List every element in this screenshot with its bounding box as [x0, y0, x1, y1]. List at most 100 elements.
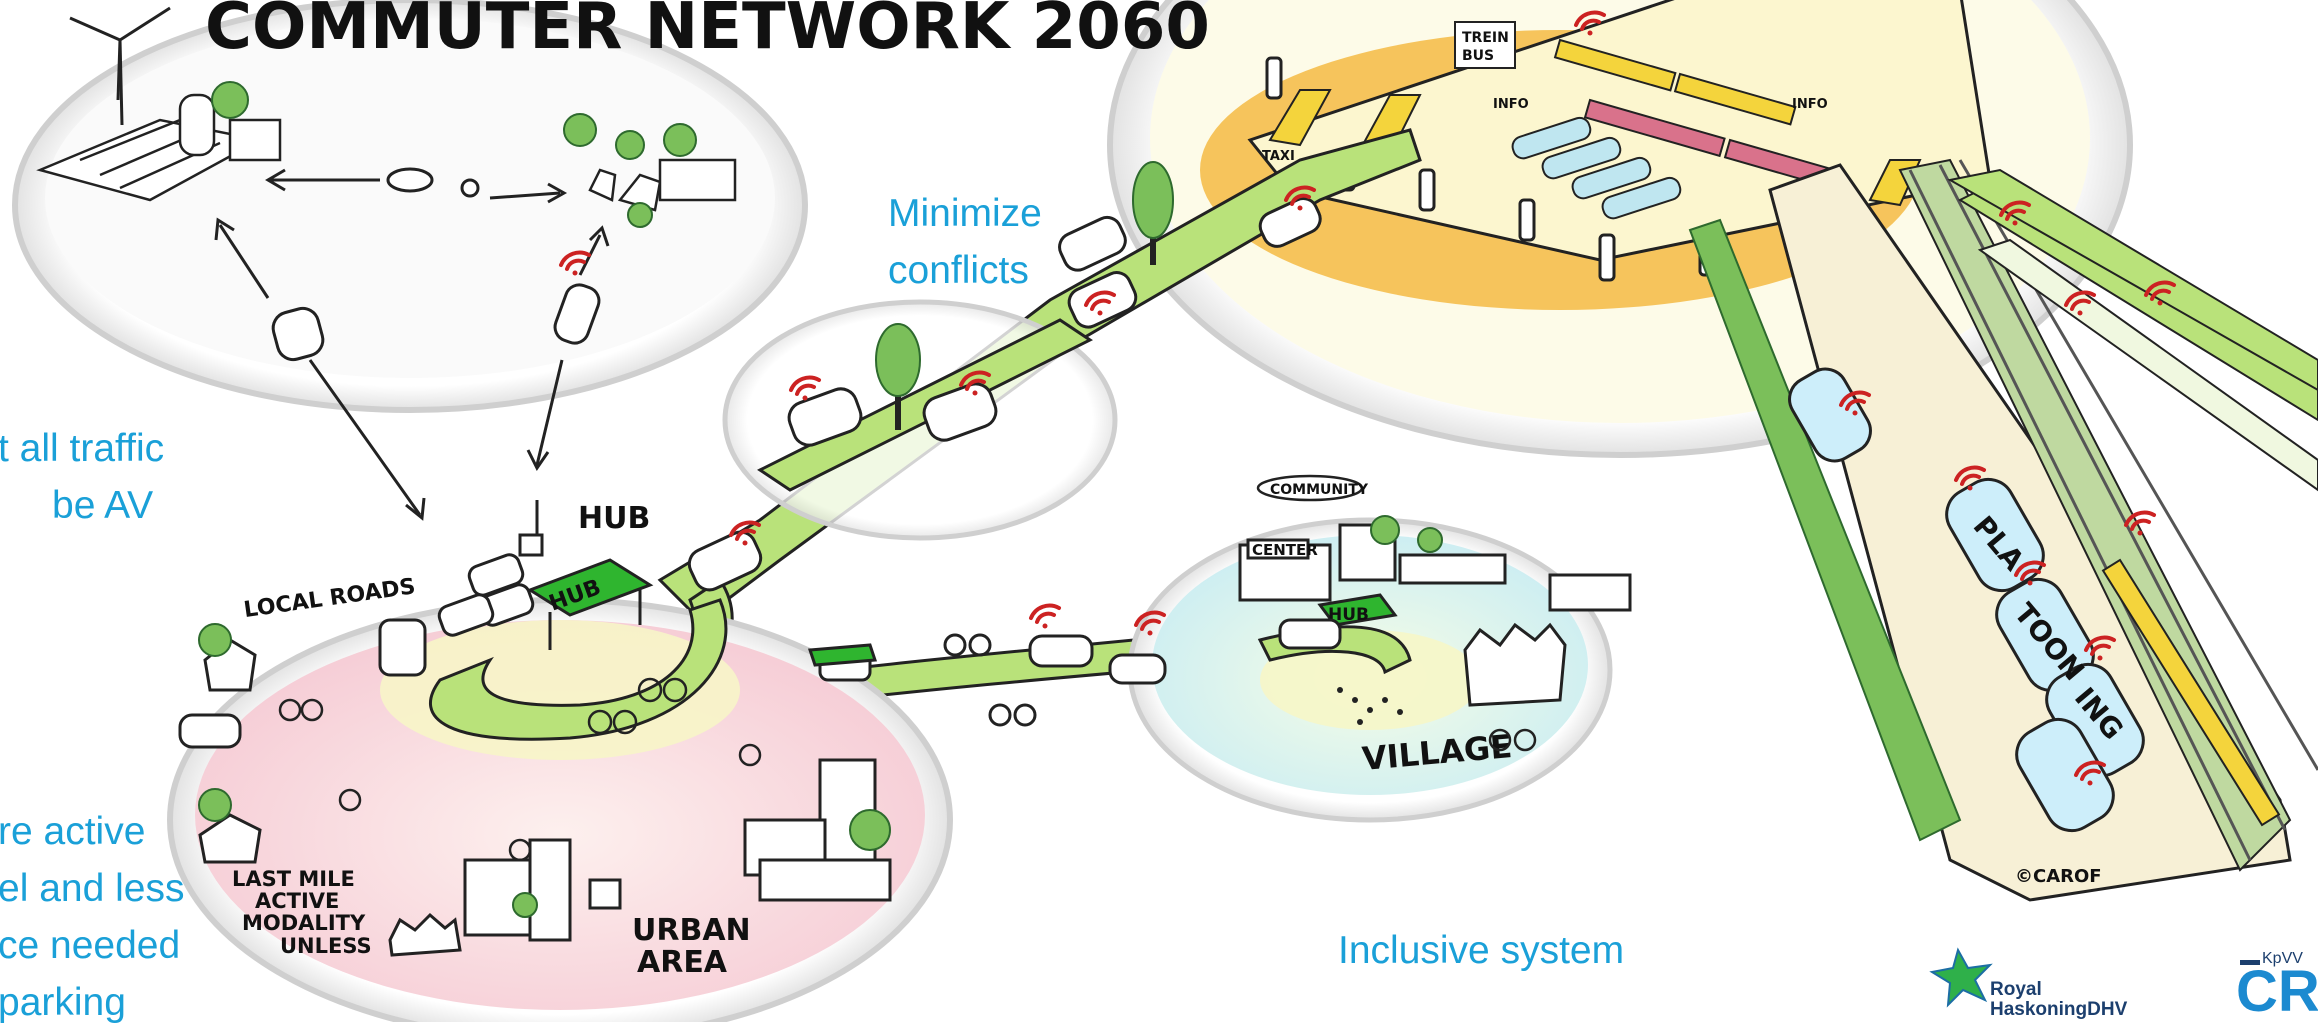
sign-line-1: TREIN [1462, 30, 1509, 46]
caption-inclusive-system: Inclusive system [1338, 929, 1625, 972]
barn [228, 118, 282, 162]
minibus [1108, 653, 1167, 685]
wifi-icon [1134, 610, 1166, 636]
side-road-lower [1977, 238, 2318, 492]
bike-wheel [508, 838, 532, 862]
caption-minimize-conflicts: Minimize conflicts [888, 185, 1042, 299]
minibus [1058, 215, 1127, 272]
village-cyclists [1488, 728, 1537, 752]
logo-line: HaskoningDHV [1990, 999, 2128, 1020]
logo-line: Royal [1990, 979, 2042, 1000]
community-label: COMMUNITY [1270, 482, 1369, 498]
caption-line: t all traffic [0, 427, 165, 470]
bike-wheel [1013, 703, 1037, 727]
pillar [1598, 233, 1616, 282]
caption-line: be AV [52, 484, 154, 527]
train-yellow-long [2101, 558, 2281, 827]
building-block [463, 858, 542, 937]
tree [849, 809, 891, 851]
caption-line: ce needed [0, 924, 181, 967]
caption-line: Minimize [888, 192, 1042, 235]
arrow [218, 224, 270, 299]
parked-buses [1511, 116, 1682, 220]
tree [1417, 527, 1443, 553]
minibus [1028, 634, 1094, 668]
rural-arrows [214, 168, 610, 521]
wifi-icon [1954, 465, 1986, 491]
car [437, 593, 495, 637]
wifi-icon [2064, 290, 2096, 316]
village-buildings [1238, 523, 1632, 707]
bike-wheel [738, 743, 762, 767]
tree [627, 202, 653, 228]
sign-board [1454, 21, 1516, 69]
village-houses [1463, 622, 1567, 707]
minibus-urban [687, 530, 763, 592]
arrowhead [405, 497, 426, 521]
wifi-icon [2124, 510, 2156, 536]
tree-crown [1132, 161, 1174, 239]
train-yellow [1553, 38, 1837, 189]
silo [178, 93, 216, 157]
caption-line: parking [0, 981, 126, 1024]
bike-wheel [587, 709, 613, 735]
pillar [1518, 198, 1536, 242]
crow-logo-bar [2240, 960, 2260, 965]
royal-haskoning-wordmark: Royal HaskoningDHV [1990, 980, 2127, 1020]
platoon-buses [1788, 367, 2145, 833]
van [378, 618, 427, 677]
turbine-blade [69, 16, 121, 42]
long-building [1548, 573, 1632, 612]
illustration-title: COMMUTER NETWORK 2060 [205, 0, 1210, 64]
community-bubble: COMMUNITY [1256, 474, 1369, 502]
rural-vehicles [271, 167, 601, 362]
dot [1357, 719, 1363, 725]
rail-track [1908, 169, 2252, 861]
urban-area: HUB HUB LOCAL ROADS [167, 500, 953, 1022]
hub-antenna [518, 500, 544, 557]
cyclists-urban [278, 677, 762, 862]
tree [663, 123, 697, 157]
wifi-icon [789, 375, 821, 401]
caption-line: conflicts [888, 249, 1029, 292]
arrowhead [526, 449, 550, 471]
village-hub-sign: HUB [1328, 605, 1369, 625]
wifi-icon [559, 250, 591, 276]
wifi-icon [1574, 10, 1606, 36]
bike-wheel [300, 698, 324, 722]
village-dots [1337, 687, 1403, 725]
rural-area [12, 0, 808, 521]
info-label: INFO [1493, 97, 1529, 112]
hub-label: HUB [578, 501, 650, 536]
artist-signature: ©CAROF [2015, 866, 2102, 887]
bus [1541, 136, 1622, 180]
wifi-signals [559, 10, 2176, 786]
caption-not-all-traffic: t all traffic be AV [0, 420, 164, 534]
royal-haskoning-star-icon [1929, 947, 1993, 1008]
solar-grid [79, 118, 181, 162]
wifi-icon [2084, 635, 2116, 661]
bike-wheel [968, 633, 992, 657]
tree [563, 113, 597, 147]
bike-wheel [662, 677, 688, 703]
platoon-bus-4 [2015, 717, 2115, 833]
farm-buildings [36, 93, 282, 202]
wind-turbine [69, 6, 171, 126]
tree [198, 788, 232, 822]
tree [615, 130, 645, 160]
caption-line: re active [0, 810, 146, 853]
long-building [1398, 553, 1507, 585]
center-sign-board [1246, 538, 1310, 560]
wifi-icon [1084, 290, 1116, 316]
sign-line-2: BUS [1462, 48, 1494, 64]
caption-line: el and less [0, 867, 185, 910]
hub-pillars [548, 588, 642, 650]
building-tall [528, 838, 572, 942]
rail-corridor: PLA TOON ING ©CAROF [1688, 158, 2318, 902]
urban-trees [198, 623, 891, 918]
building-block [758, 858, 892, 902]
autonomous-car [386, 167, 434, 193]
last-mile-label-1: LAST MILE [232, 867, 355, 891]
arrow [308, 359, 422, 516]
